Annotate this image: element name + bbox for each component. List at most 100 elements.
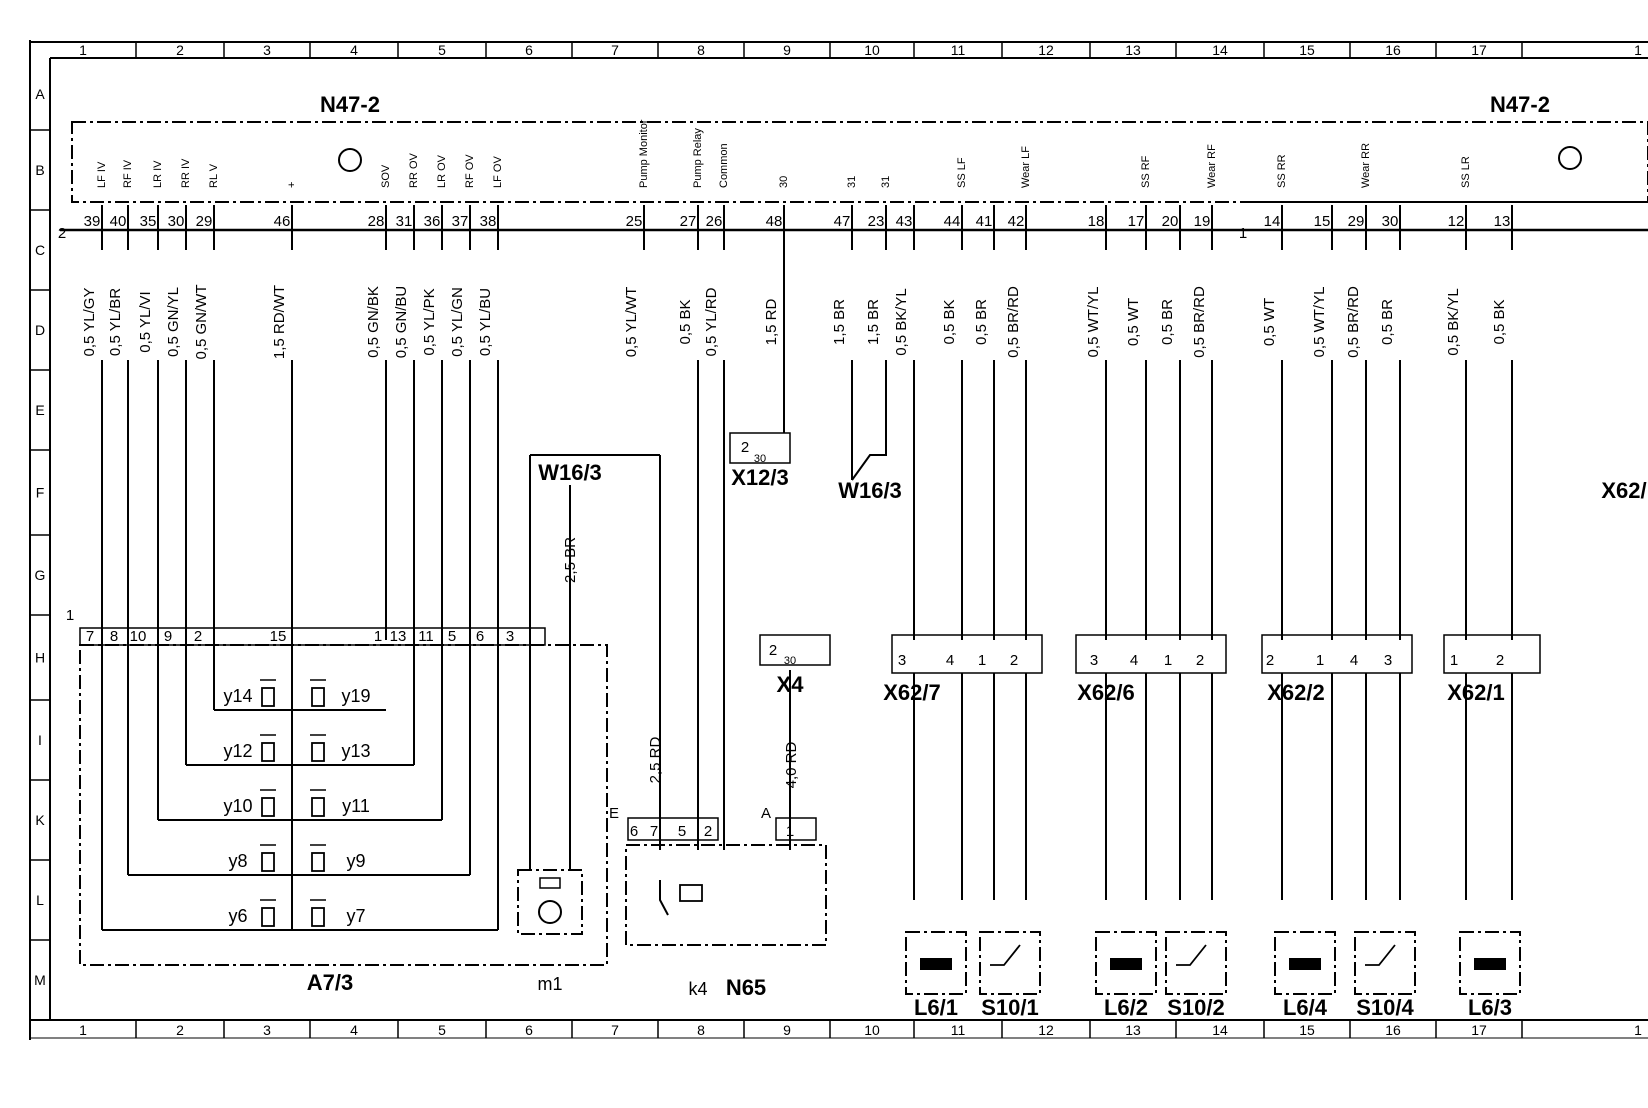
l6-3-label: L6/3 [1468,995,1512,1020]
motor-icon [538,900,562,924]
x62_1-pin: 2 [1496,652,1504,669]
k4-label: k4 [688,979,707,999]
wire-label-10: 0,5 YL/GN [449,287,466,357]
n47-pin-signal: RF OV [464,154,476,188]
n47-pin-number: 38 [480,213,497,230]
n47-pin-number: 12 [1448,213,1465,230]
x12-3-term-30: 30 [754,453,766,465]
connector-number: 1 [1239,225,1247,242]
wire-label-1: 0,5 YL/GY [81,288,98,357]
n47-pin-number: 20 [1162,213,1179,230]
n47-pin-signal: + [286,182,298,188]
n47-pin-signal: LR IV [152,160,164,188]
wire-label-3: 0,5 YL/VI [137,291,154,352]
wire-label-21: 0,5 BR/RD [1005,286,1022,358]
wire-label-16: 1,5 BR [831,299,848,345]
x62_2-connector [1261,634,1413,674]
frame-row-label: D [35,322,45,338]
n47-pin-number: 14 [1264,213,1281,230]
n47-pin-number: 35 [140,213,157,230]
wire-label-27: 0,5 WT/YL [1311,287,1328,358]
k4-relay-coil [679,884,703,902]
frame-col-label-bottom: 1 [1634,1022,1642,1038]
n47-pin-number: 19 [1194,213,1211,230]
frame-row-label: H [35,650,45,666]
frame-col-label-bottom: 15 [1299,1022,1315,1038]
frame-col-label-top: 4 [350,42,358,58]
frame-col-label-top: 6 [525,42,533,58]
x4-terminal [759,634,831,666]
transistor-symbol [1558,146,1582,170]
n47-pin-number: 29 [1348,213,1365,230]
x62_7-connector [891,634,1043,674]
n47-pin-number: 27 [680,213,697,230]
x62_1-pin: 1 [1450,652,1458,669]
frame-row-label: G [35,567,46,583]
x62_6-connector [1075,634,1227,674]
frame-col-label-bottom: 7 [611,1022,619,1038]
wire-label-4: 0,5 GN/YL [165,287,182,357]
n47-pin-signal: 31 [846,176,858,188]
wire-label-2: 0,5 YL/BR [107,288,124,356]
a7-pin-number: 1 [374,628,382,645]
valve-y19: y19 [341,686,370,706]
valve-coil [261,797,275,817]
wire-label-8: 0,5 GN/BU [393,286,410,359]
w16-3-label-a: W16/3 [538,460,602,485]
l6_3-sensor [1459,931,1521,995]
valve-coil [261,907,275,927]
n47-pin-signal: RR OV [408,153,420,189]
n47-pin-number: 43 [896,213,913,230]
frame-col-label-bottom: 14 [1212,1022,1228,1038]
l6-4-label: L6/4 [1283,995,1328,1020]
valve-coil [261,852,275,872]
x62_7-pin: 4 [946,652,954,669]
x12-3-term: 2 [741,439,749,456]
n47-pin-signal: SOV [380,164,392,188]
n47-2-housing [71,121,1648,203]
wire-label-20: 0,5 BR [973,299,990,345]
k4-pin-number: 7 [650,823,658,840]
x4-term-30: 30 [784,655,796,667]
connector-number: 2 [58,225,66,242]
s10_2-switch [1165,931,1227,995]
n47-pin-number: 47 [834,213,851,230]
n47-pin-number: 31 [396,213,413,230]
n47-pin-signal: Pump Relay [692,128,704,188]
s10-1-label: S10/1 [981,995,1039,1020]
wire-label-25: 0,5 BR/RD [1191,286,1208,358]
frame-row-label: B [35,162,44,178]
valve-coil [311,742,325,762]
frame-col-label-top: 17 [1471,42,1487,58]
n47-pin-signal: Pump Monitor [638,119,650,188]
valve-coil [261,742,275,762]
n65-label: N65 [726,975,766,1000]
valve-coil [311,852,325,872]
n47-pin-number: 39 [84,213,101,230]
a7-pin-1: 1 [66,607,74,624]
frame-col-label-bottom: 10 [864,1022,880,1038]
n47-pin-signal: RF IV [122,159,134,188]
n47-pin-signal: Wear RF [1206,144,1218,188]
n47-pin-number: 36 [424,213,441,230]
frame-row-label: E [35,402,44,418]
n47-pin-number: 18 [1088,213,1105,230]
n47-pin-number: 29 [196,213,213,230]
n47-pin-number: 40 [110,213,127,230]
valve-y7: y7 [346,906,365,926]
frame-col-label-top: 12 [1038,42,1054,58]
a7-3-connector [79,627,546,646]
k4-switch [659,880,669,916]
n47-2-label-right: N47-2 [1490,92,1550,117]
wire-label-40rd: 4,0 RD [783,741,800,788]
valve-y10: y10 [223,796,252,816]
n47-pin-signal: SS RF [1140,155,1152,188]
n47-pin-signal: SS LF [956,157,968,188]
x62_2-pin: 1 [1316,652,1324,669]
valve-y8: y8 [228,851,247,871]
n47-pin-number: 17 [1128,213,1145,230]
frame-col-label-bottom: 1 [79,1022,87,1038]
frame-col-label-bottom: 3 [263,1022,271,1038]
a7-pin-number: 10 [130,628,147,645]
